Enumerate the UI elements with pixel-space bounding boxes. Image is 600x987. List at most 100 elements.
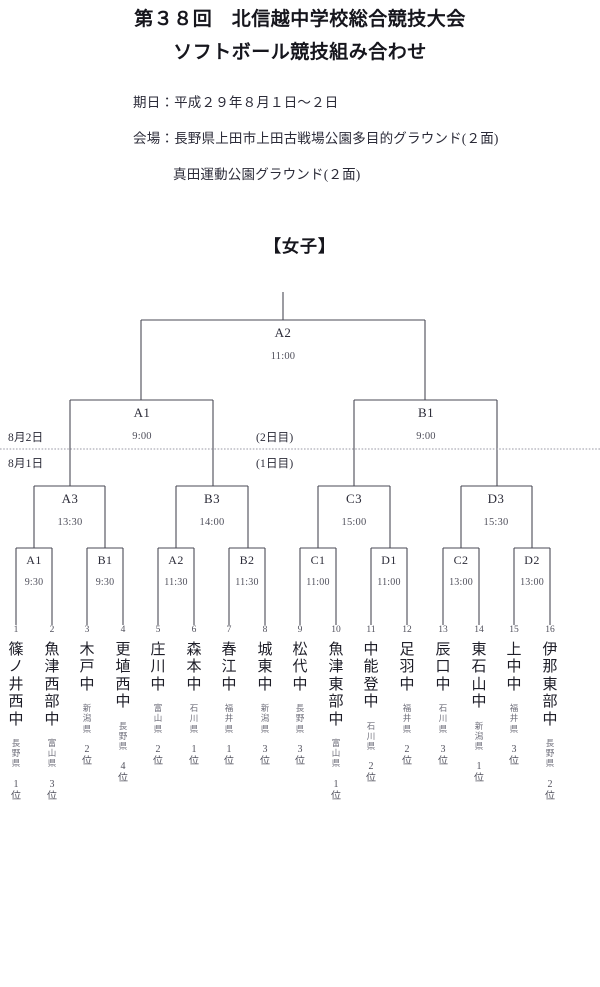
team-name-char: 伊 <box>542 642 558 658</box>
team-prefecture: 新潟県 <box>70 703 104 734</box>
team-name-char: 足 <box>399 642 415 658</box>
team-name: 木戸中 <box>70 642 104 694</box>
team-name-char: 中 <box>221 676 237 693</box>
team-name-char: 津 <box>44 659 60 676</box>
team-name-char: 中 <box>399 676 415 693</box>
match-time: 11:00 <box>377 577 401 588</box>
team-prefecture-char: 県 <box>118 740 128 751</box>
team-prefecture-char: 井 <box>509 713 519 724</box>
match-round1-a2[interactable]: A2 11:30 <box>146 554 206 588</box>
team-name-char: 江 <box>221 659 237 676</box>
match-round1-a1[interactable]: A1 9:30 <box>4 554 64 588</box>
match-round1-d1[interactable]: D1 11:00 <box>359 554 419 588</box>
match-round1-d2[interactable]: D2 13:00 <box>502 554 562 588</box>
team-prefecture: 石川県 <box>177 703 211 734</box>
team-rank-char: 3 <box>49 778 55 790</box>
team-name-char: 木 <box>79 642 95 658</box>
team-prefecture: 福井県 <box>390 703 424 734</box>
team-rank-char: 位 <box>47 790 57 802</box>
event-venue-primary: 会場：長野県上田市上田古戦場公園多目的グラウンド(２面) <box>133 131 499 146</box>
match-round1-b1[interactable]: B1 9:30 <box>75 554 135 588</box>
team-name-char: 部 <box>44 694 60 711</box>
team-seed-number: 2 <box>49 625 55 635</box>
team-prefecture-char: 山 <box>331 748 341 759</box>
category-heading: 【女子】 <box>264 237 336 257</box>
team-prefecture-char: 石 <box>189 703 199 714</box>
team-name-char: 井 <box>8 676 24 693</box>
team-prefecture-char: 川 <box>366 730 376 741</box>
team-prefecture-char: 野 <box>295 713 305 724</box>
team-rank-char: 位 <box>438 755 448 767</box>
match-round1-c1[interactable]: C1 11:00 <box>288 554 348 588</box>
team-prefecture: 富山県 <box>141 703 175 734</box>
team-prefecture-char: 潟 <box>474 730 484 741</box>
team-prefecture: 長野県 <box>106 721 140 752</box>
team-rank-char: 位 <box>11 790 21 802</box>
team-seed-number: 11 <box>366 625 376 635</box>
team-prefecture-char: 県 <box>366 740 376 751</box>
match-time: 11:00 <box>270 351 296 362</box>
team-prefecture-char: 新 <box>82 703 92 714</box>
team-seed-number: 9 <box>297 625 303 635</box>
team-rank-char: 1 <box>476 761 482 773</box>
match-quarterfinal-b3[interactable]: B3 14:00 <box>182 492 242 529</box>
team-prefecture-char: 県 <box>47 758 57 769</box>
team-rank-char: 位 <box>224 755 234 767</box>
team-seed-number: 12 <box>402 625 412 635</box>
team-name-char: 上 <box>506 642 522 658</box>
team-name: 森本中 <box>177 642 211 694</box>
match-code: A2 <box>274 325 292 340</box>
match-code: A3 <box>61 491 79 506</box>
team-prefecture-char: 新 <box>260 703 270 714</box>
team-prefecture-char: 長 <box>118 720 128 731</box>
day-label-center-day1: (1日目) <box>256 458 294 470</box>
match-round1-c2[interactable]: C2 13:00 <box>431 554 491 588</box>
page-title-line1: 第３８回 北信越中学校総合競技大会 <box>134 8 466 30</box>
team-prefecture: 新潟県 <box>248 703 282 734</box>
team-rank-char: 1 <box>226 743 232 755</box>
team-prefecture: 富山県 <box>319 738 353 769</box>
match-final[interactable]: A2 11:00 <box>253 326 313 363</box>
team-name-char: 中 <box>506 659 522 676</box>
team-name-char: 那 <box>542 659 558 676</box>
team-seed-number: 8 <box>262 625 268 635</box>
match-quarterfinal-a3[interactable]: A3 13:30 <box>40 492 100 529</box>
team-rank-char: 位 <box>153 755 163 767</box>
match-semifinal-a1[interactable]: A1 9:00 <box>112 406 172 443</box>
team-name-char: 埴 <box>115 659 131 676</box>
match-code: C1 <box>310 553 326 567</box>
team-prefecture-char: 県 <box>11 758 21 769</box>
match-code: C2 <box>453 553 469 567</box>
team-seed-number: 6 <box>191 625 197 635</box>
match-time: 11:30 <box>164 577 188 588</box>
team-name-char: ノ <box>8 659 24 676</box>
team-name-char: 篠 <box>8 642 24 658</box>
match-quarterfinal-c3[interactable]: C3 15:00 <box>324 492 384 529</box>
match-quarterfinal-d3[interactable]: D3 15:30 <box>466 492 526 529</box>
match-round1-b2[interactable]: B2 11:30 <box>217 554 277 588</box>
team-name-char: 中 <box>363 642 379 658</box>
team-rank-char: 3 <box>511 743 517 755</box>
team-name-char: 中 <box>115 694 131 711</box>
match-semifinal-b1[interactable]: B1 9:00 <box>396 406 456 443</box>
team-prefecture: 長野県 <box>0 738 33 769</box>
match-time: 11:30 <box>235 577 259 588</box>
